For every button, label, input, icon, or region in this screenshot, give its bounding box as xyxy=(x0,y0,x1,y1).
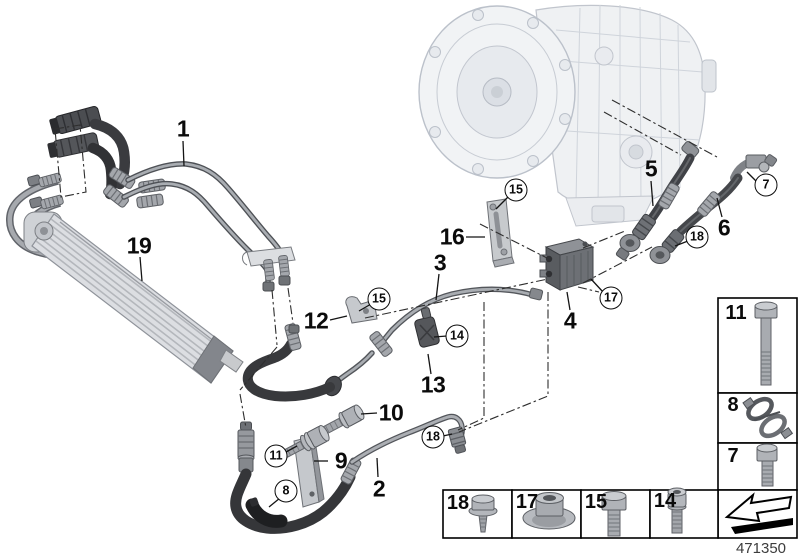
legend-box-17-label: 17 xyxy=(515,491,539,513)
hose-6 xyxy=(649,154,778,264)
hex-bolt-icon xyxy=(756,443,778,487)
alignment-lines xyxy=(54,99,718,433)
socket-head-screw-icon xyxy=(667,487,687,534)
heat-exchanger-4 xyxy=(539,238,595,291)
clamp-13 xyxy=(414,307,440,348)
legend-box-8-label: 8 xyxy=(727,394,739,416)
callout-9[interactable]: 9 xyxy=(334,447,348,474)
legend-box-14-label: 14 xyxy=(653,490,677,512)
legend-box-18-label: 18 xyxy=(446,492,470,514)
pipe-3 xyxy=(242,286,544,402)
callout-19[interactable]: 19 xyxy=(126,232,152,259)
callout-8-circled[interactable]: 8 xyxy=(274,479,298,503)
callout-12[interactable]: 12 xyxy=(303,307,329,334)
callout-4[interactable]: 4 xyxy=(563,307,577,334)
hose-clamp-icon xyxy=(742,396,794,440)
callout-14-circled[interactable]: 14 xyxy=(445,324,469,348)
bolt-pair-10 xyxy=(279,404,365,460)
callout-3[interactable]: 3 xyxy=(433,249,447,276)
hex-bolt-icon-15 xyxy=(601,491,627,537)
flange-nut-icon xyxy=(522,492,576,530)
hose-assembly-1 xyxy=(47,106,296,292)
hose-5 xyxy=(615,140,700,261)
callout-5[interactable]: 5 xyxy=(644,155,658,182)
callout-2[interactable]: 2 xyxy=(372,475,386,502)
legend-box-7-label: 7 xyxy=(727,445,739,467)
callout-1[interactable]: 1 xyxy=(176,115,190,142)
pipe-2 xyxy=(230,413,467,534)
callout-10[interactable]: 10 xyxy=(378,399,404,426)
callout-16[interactable]: 16 xyxy=(439,223,465,250)
transmission-ghost xyxy=(418,4,717,227)
legend-box-14 xyxy=(649,489,719,539)
callout-6[interactable]: 6 xyxy=(717,214,731,241)
callout-11-circled[interactable]: 11 xyxy=(264,444,288,468)
callout-7-circled[interactable]: 7 xyxy=(754,173,778,197)
oil-cooler-19 xyxy=(6,172,244,384)
callout-15-circled-b[interactable]: 15 xyxy=(367,287,391,311)
bracket-16 xyxy=(486,198,515,268)
callout-15-circled-a[interactable]: 15 xyxy=(504,178,528,202)
callout-13[interactable]: 13 xyxy=(420,371,446,398)
clamp-8 xyxy=(245,497,288,528)
legend-box-11-label: 11 xyxy=(725,302,747,324)
callout-18-circled-b[interactable]: 18 xyxy=(421,425,445,449)
legend-box-15-label: 15 xyxy=(584,491,608,513)
long-hex-bolt-icon xyxy=(754,301,778,386)
callout-17-circled[interactable]: 17 xyxy=(599,286,623,310)
direction-arrow-icon xyxy=(724,492,793,534)
washer-screw-icon xyxy=(468,494,498,533)
callout-18-circled-a[interactable]: 18 xyxy=(685,225,709,249)
part-number: 471350 xyxy=(735,540,787,557)
